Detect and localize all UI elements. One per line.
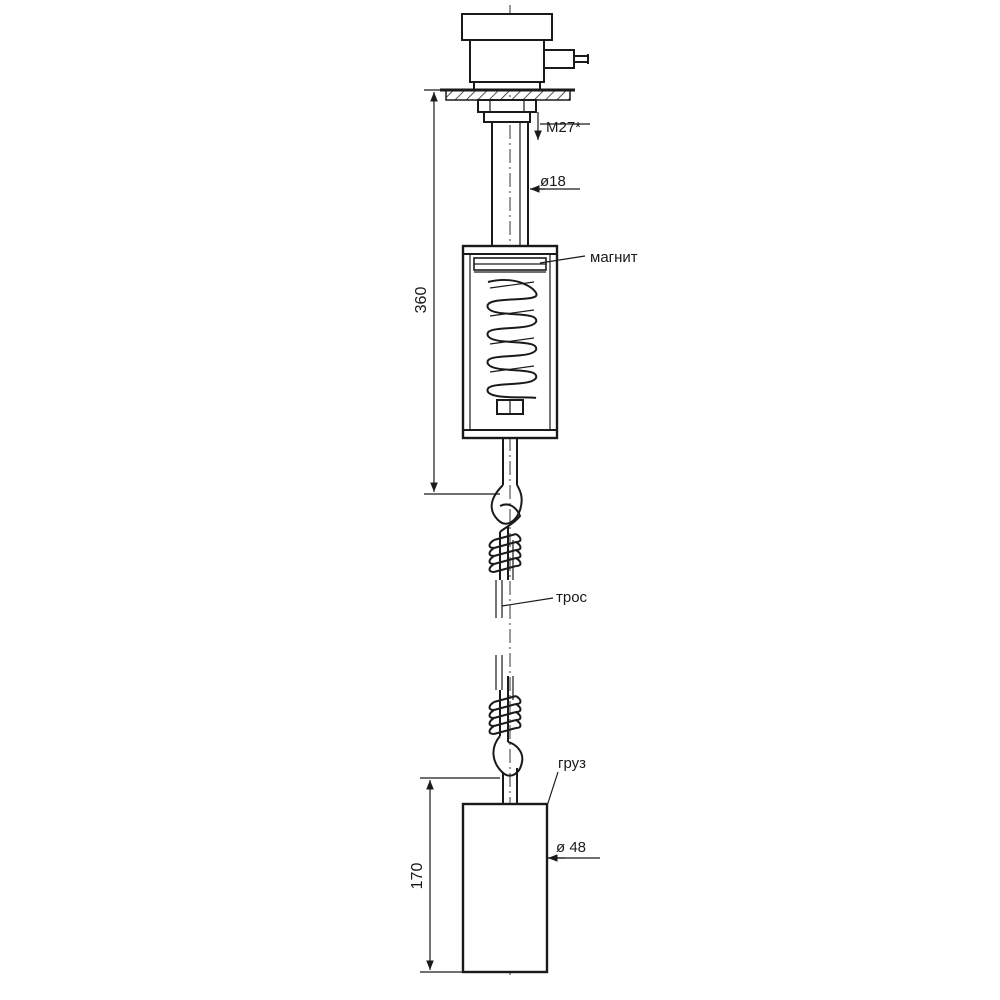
weight-diameter-label: ø 48 — [556, 839, 586, 856]
cable-leader — [501, 597, 554, 607]
lower-rod — [490, 438, 523, 533]
spring — [486, 279, 538, 399]
magnet-label: магнит — [590, 249, 638, 266]
thread-leader — [534, 112, 590, 140]
lower-cable-clamp — [488, 676, 524, 804]
cable-label: трос — [556, 589, 588, 606]
dimension-overall — [424, 89, 500, 495]
overall-length-value: 360 — [413, 287, 430, 314]
magnet-leader — [539, 255, 586, 264]
weight-length-value: 170 — [409, 863, 426, 890]
thread-label: M27* — [546, 119, 581, 136]
weight-label: груз — [558, 755, 586, 772]
thread-nut — [477, 99, 537, 123]
guide-rod — [491, 122, 529, 250]
rod-diameter-label: ø18 — [540, 173, 566, 190]
weight-body — [461, 802, 549, 974]
weight-leader — [546, 771, 559, 807]
housing-head — [461, 13, 589, 91]
dimension-weight — [420, 777, 500, 973]
cable-gland — [543, 49, 575, 69]
cable — [495, 580, 503, 690]
mounting-flange — [440, 88, 575, 101]
upper-cable-clamp — [488, 526, 522, 580]
